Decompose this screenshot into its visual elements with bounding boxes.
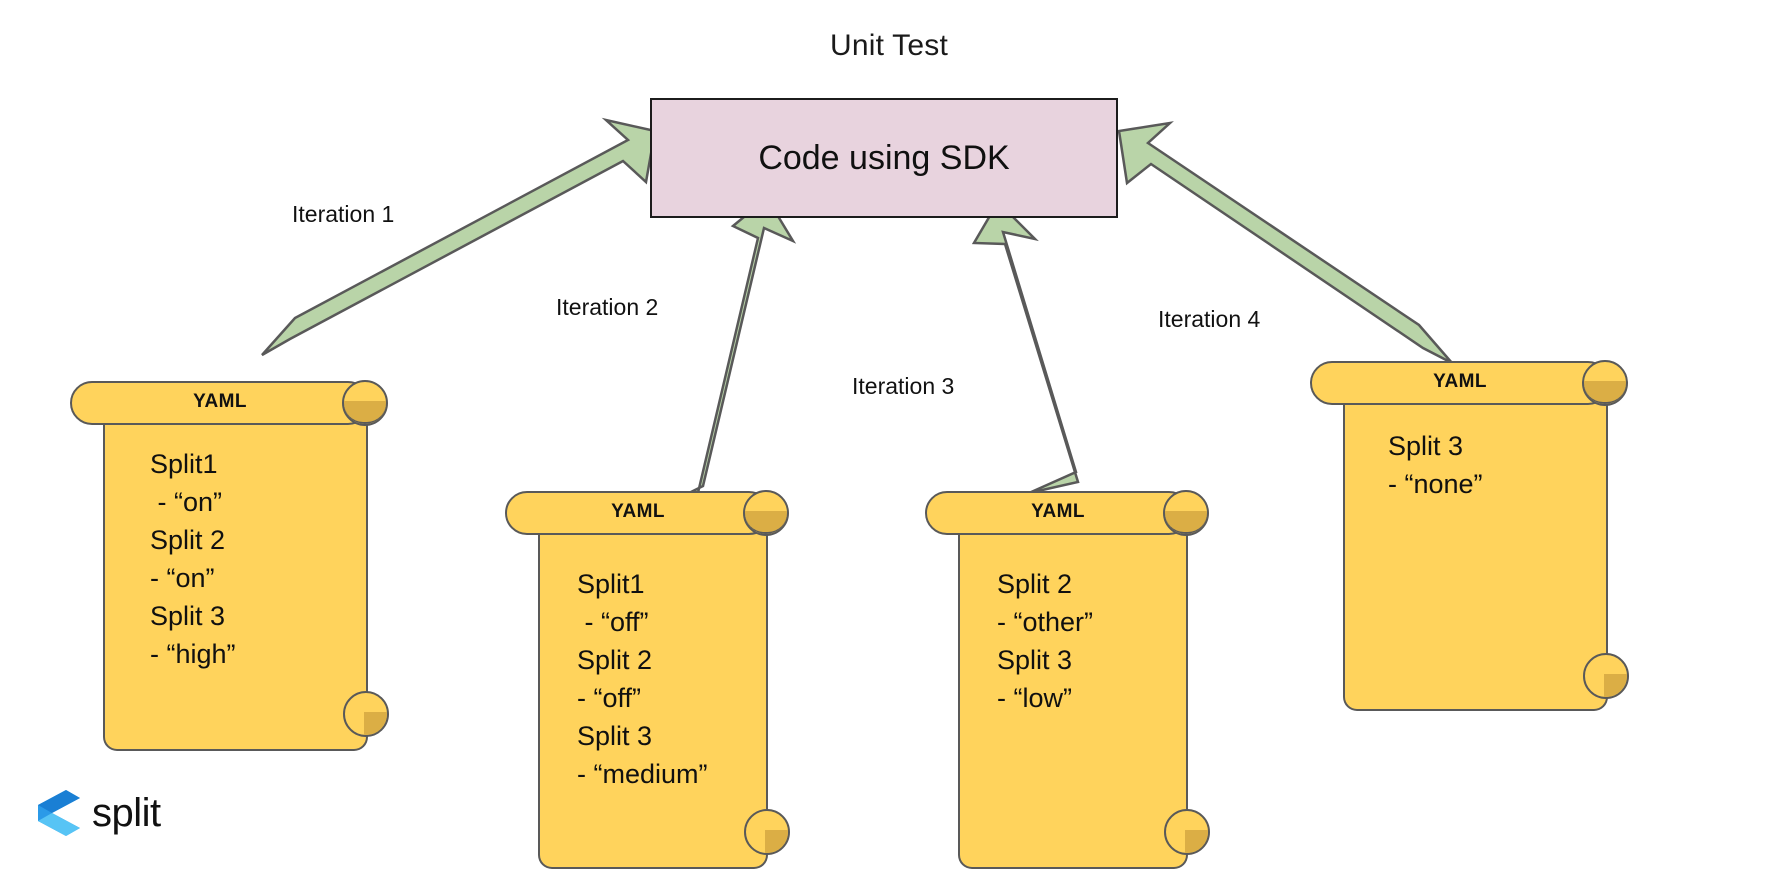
arrow-iteration-3 <box>971 199 1080 495</box>
page-title: Unit Test <box>830 29 948 62</box>
scroll-body <box>958 521 1188 869</box>
scroll-curl-bottom-icon <box>1583 653 1629 699</box>
scroll-top-bar <box>1310 361 1610 405</box>
yaml-document-4: YAML Split 3 - “none” <box>1310 360 1640 741</box>
yaml-title: YAML <box>1433 371 1487 392</box>
yaml-title: YAML <box>1031 501 1085 522</box>
yaml-document-2: YAML Split1 - “off” Split 2 - “off” Spli… <box>505 490 795 869</box>
scroll-body <box>103 411 368 751</box>
iteration-1-label: Iteration 1 <box>292 201 395 227</box>
yaml-document-1: YAML Split1 - “on” Split 2 - “on” Split … <box>70 380 400 751</box>
sdk-box-label: Code using SDK <box>758 139 1010 177</box>
scroll-curl-top-icon <box>1582 360 1628 406</box>
yaml-title: YAML <box>611 501 665 522</box>
scroll-body <box>538 521 768 869</box>
code-using-sdk-box: Code using SDK <box>650 98 1118 218</box>
scroll-body <box>1343 391 1608 711</box>
scroll-curl-bottom-icon <box>343 691 389 737</box>
yaml-content: Split 2 - “other” Split 3 - “low” <box>997 569 1094 713</box>
scroll-curl-bottom-icon <box>1164 809 1210 855</box>
iteration-3-label: Iteration 3 <box>852 373 955 399</box>
scroll-curl-top-icon <box>743 490 789 536</box>
yaml-content: Split1 - “on” Split 2 - “on” Split 3 - “… <box>150 449 236 669</box>
scroll-top-bar <box>70 381 370 425</box>
yaml-content: Split 3 - “none” <box>1388 431 1483 499</box>
arrow-iteration-2 <box>654 196 797 512</box>
scroll-curl-top-icon <box>342 380 388 426</box>
split-logo: split <box>36 788 161 838</box>
split-logo-icon <box>38 790 80 836</box>
scroll-curl-top-icon <box>1163 490 1209 536</box>
split-wordmark: split <box>92 791 161 835</box>
iteration-4-label: Iteration 4 <box>1158 306 1261 332</box>
yaml-document-3: YAML Split 2 - “other” Split 3 - “low” <box>925 490 1215 869</box>
iteration-2-label: Iteration 2 <box>556 294 659 320</box>
scroll-curl-bottom-icon <box>744 809 790 855</box>
yaml-content: Split1 - “off” Split 2 - “off” Split 3 -… <box>577 569 708 789</box>
yaml-title: YAML <box>193 391 247 412</box>
